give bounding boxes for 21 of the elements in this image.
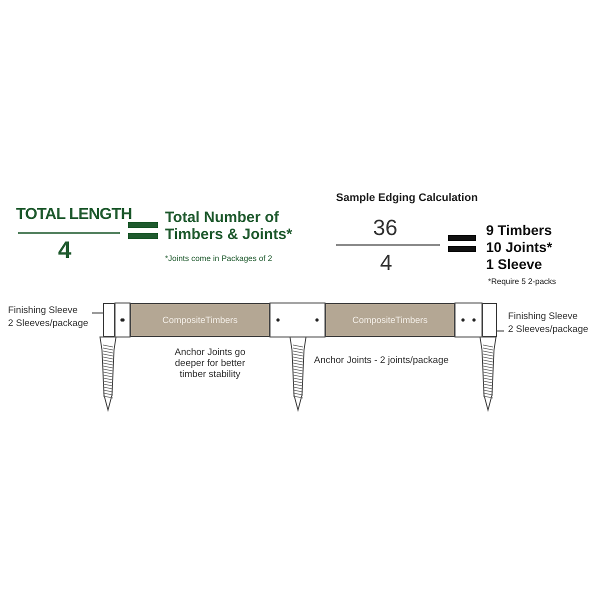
footnote-text: *Joints come in Packages of 2: [165, 254, 272, 264]
result-text: 1 Sleeve: [486, 256, 542, 272]
formula-text: Total Number of Timbers & Joints*: [165, 209, 294, 244]
formula-text: 4: [380, 250, 392, 276]
formula-text: TOTAL LENGTH: [16, 206, 132, 224]
finishing-sleeve: [103, 303, 115, 337]
note-text: Anchor Joints go deeper for better timber stability: [174, 348, 246, 381]
finishing-sleeve: [482, 303, 497, 337]
result-text: 9 Timbers: [486, 222, 552, 238]
callout-text: Finishing Sleeve 2 Sleeves/package: [8, 305, 92, 335]
formula-text: 36: [373, 215, 398, 240]
timber-board: CompositeTimbers: [325, 303, 455, 337]
footnote-text: *Require 5 2-packs: [488, 277, 556, 286]
leader-line: [92, 312, 104, 314]
result-text: 10 Joints*: [486, 239, 552, 256]
note-text: Anchor Joints - 2 joints/package: [314, 356, 449, 367]
heading-text: Sample Edging Calculation: [336, 192, 478, 205]
leader-line: [496, 330, 504, 332]
callout-text: Finishing Sleeve 2 Sleeves/package: [508, 311, 596, 341]
formula-text: 4: [58, 237, 72, 265]
timber-board: CompositeTimbers: [130, 303, 270, 337]
